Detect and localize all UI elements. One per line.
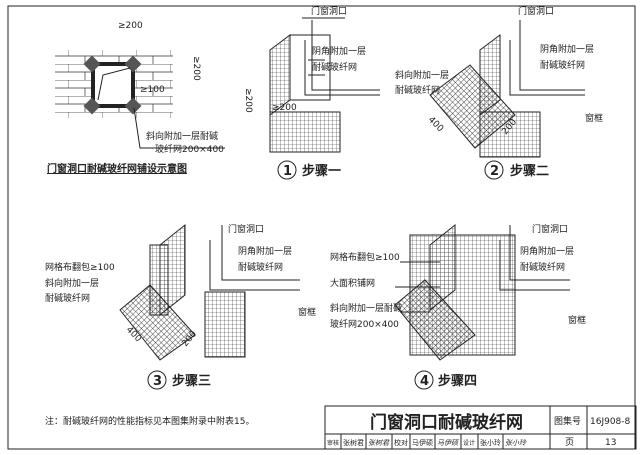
label-corner-mesh-1: 阴角附加一层 [520,245,574,257]
step2-badge [484,160,504,180]
overview-title: 门窗洞口耐碱玻纤网铺设示意图 [47,162,187,175]
step1-label: 步骤一 [302,163,341,179]
step4-number: 4 [420,374,429,389]
page-number: 13 [605,438,616,448]
sheet-border [7,5,636,450]
step2-diagram: 门窗洞口 阴角附加一层 耐碱玻纤网 斜向附加一层 耐碱玻纤网 窗框 400 20… [395,5,603,180]
step2-number: 2 [490,164,499,179]
review-label: 审核 [327,439,339,447]
label-large-area: 大面积铺网 [330,277,375,289]
reviewer-signature: 张树君 [368,439,390,447]
label-corner-mesh-2: 耐碱玻纤网 [312,61,357,73]
label-diagonal-1: 斜向附加一层耐碱 [330,302,402,314]
step4-badge [414,370,434,390]
label-frame: 窗框 [568,314,586,326]
title-block: 门窗洞口耐碱玻纤网 图集号 16J908-8 页 13 审核 张树君 张树君 校… [324,405,637,450]
reviewer: 张树君 [343,438,364,447]
label-frame: 窗框 [585,112,603,124]
checker: 马伊硕 [412,438,433,447]
dim-right: ≥200 [191,56,201,81]
page-label: 页 [565,437,574,448]
dim-top: ≥200 [118,21,143,31]
label-diagonal-1: 斜向附加一层 [45,277,99,289]
label-diagonal-1: 斜向附加一层 [395,69,449,81]
step3-number: 3 [153,374,162,389]
design-label: 设计 [463,439,475,447]
label-diagonal-2: 玻纤网200×400 [330,318,399,330]
dim-horizontal: ≥200 [272,103,297,113]
step3-badge [147,370,167,390]
designer: 张小玲 [480,438,501,447]
drawing-title: 门窗洞口耐碱玻纤网 [370,412,523,433]
label-opening: 门窗洞口 [311,5,347,17]
atlas-label: 图集号 [554,415,581,427]
label-wrap: 网格布翻包≥100 [330,251,400,263]
dim-inner: ≥100 [140,85,165,95]
label-opening: 门窗洞口 [518,5,554,17]
dim-400: 400 [426,115,445,134]
step3-diagram: 门窗洞口 阴角附加一层 耐碱玻纤网 网格布翻包≥100 斜向附加一层 耐碱玻纤网… [45,223,316,390]
note-line1: 斜向附加一层耐碱 [146,130,218,142]
label-corner-mesh-2: 耐碱玻纤网 [238,261,283,273]
label-corner-mesh-1: 阴角附加一层 [312,45,366,57]
checker-signature: 马伊硕 [437,439,459,447]
label-corner-mesh-1: 阴角附加一层 [238,245,292,257]
step1-badge [277,160,297,180]
label-diagonal-2: 耐碱玻纤网 [395,84,440,96]
dim-vertical: ≥200 [243,88,253,113]
step4-label: 步骤四 [438,373,477,389]
atlas-number: 16J908-8 [590,417,631,427]
step4-diagram: 门窗洞口 阴角附加一层 耐碱玻纤网 网格布翻包≥100 大面积铺网 斜向附加一层… [330,223,586,390]
label-corner-mesh-2: 耐碱玻纤网 [540,59,585,71]
label-corner-mesh-1: 阴角附加一层 [540,43,594,55]
step1-number: 1 [283,164,292,179]
step2-label: 步骤二 [510,163,549,179]
footnote: 注：耐碱玻纤网的性能指标见本图集附录中附表15。 [45,415,254,427]
label-diagonal-2: 耐碱玻纤网 [45,292,90,304]
label-frame: 窗框 [298,306,316,318]
check-label: 校对 [394,438,408,447]
step3-label: 步骤三 [172,373,211,389]
overview-diagram: ≥200 ≥200 ≥100 斜向附加一层耐碱 玻纤网200×400 门窗洞口耐… [47,21,225,175]
label-opening: 门窗洞口 [228,223,264,235]
label-wrap: 网格布翻包≥100 [45,261,115,273]
label-opening: 门窗洞口 [532,223,568,235]
note-line2: 玻纤网200×400 [155,143,224,155]
step1-diagram: 门窗洞口 阴角附加一层 耐碱玻纤网 ≥200 ≥200 1 步骤一 [243,5,380,180]
label-corner-mesh-2: 耐碱玻纤网 [520,261,565,273]
designer-signature: 张小玲 [505,439,527,447]
